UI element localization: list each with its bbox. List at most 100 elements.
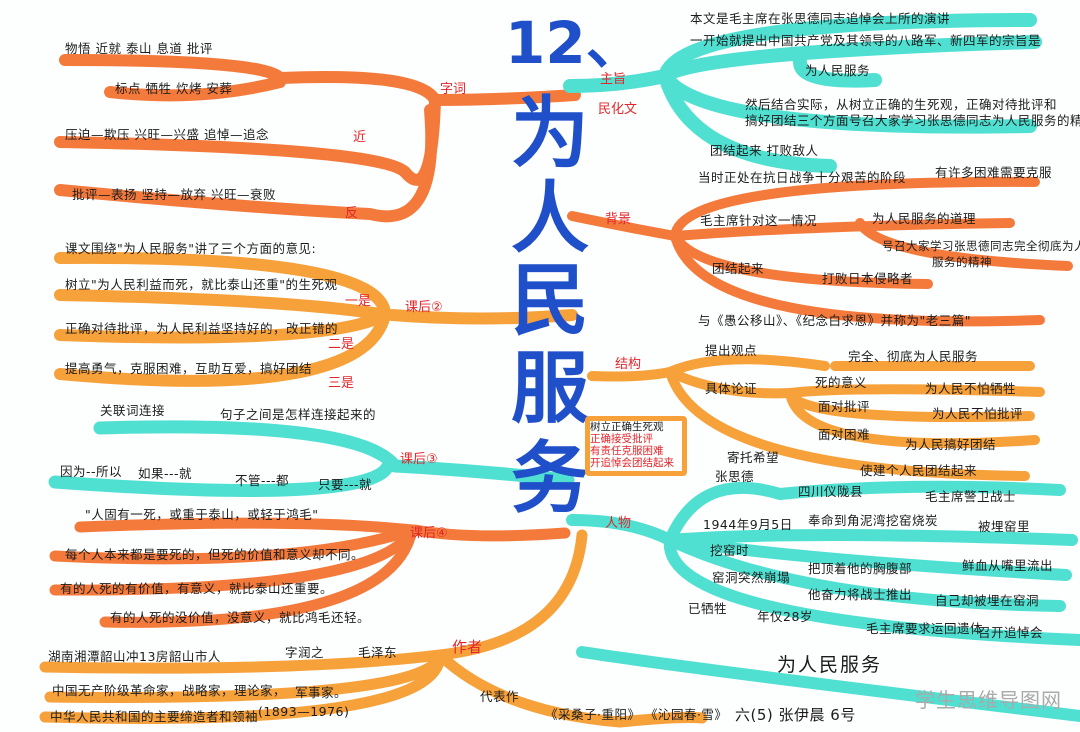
jiegou-b3: 面对困难 (818, 427, 871, 442)
synonyms: 压迫—欺压 兴旺—兴盛 追悼—追念 (65, 127, 269, 142)
beijing-line: 服务的精神 (932, 255, 992, 269)
label-kehou4: 课后④ (410, 526, 448, 541)
renwu-d4: 已牺牲 (688, 601, 728, 616)
label-beijing: 背景 (605, 212, 632, 227)
label-ziyu: 字词 (440, 82, 467, 97)
renwu-d4rr: 召开追悼会 (978, 625, 1044, 640)
author-years: (1893—1976) (258, 704, 350, 719)
renwu-d2m: 把顶着他的胸腹部 (808, 561, 913, 576)
label-kehou2: 课后② (405, 300, 443, 315)
kehou2-item: 提高勇气，克服困难，互助互爱，搞好团结 (65, 361, 313, 376)
kehou2-intro: 课文围绕"为人民服务"讲了三个方面的意见: (65, 241, 317, 256)
kehou2-tag: 二是 (328, 337, 355, 352)
renwu-d4m: 年仅28岁 (757, 609, 813, 624)
author-zi: 字润之 (285, 645, 325, 660)
title-number: 12、 (505, 9, 644, 77)
jiegou-b2: 面对批评 (818, 399, 871, 414)
label-renwu: 人物 (605, 516, 632, 531)
label-synonym: 近 (353, 130, 367, 145)
kehou4-line: 有的人死的没价值，没意义，就比鸿毛还轻。 (110, 610, 371, 625)
author-home: 湖南湘潭韶山冲13房韶山市人 (48, 649, 221, 664)
summary-line: 有责任克服困难 (590, 445, 664, 457)
conjunction-pair: 因为--所以 (60, 464, 123, 479)
branch-jiegou (587, 354, 1045, 481)
footer-title: 为人民服务 (777, 654, 883, 676)
works-label: 代表作 (480, 689, 520, 704)
branch-author (39, 529, 708, 728)
beijing-line: 当时正处在抗日战争十分艰苦的阶段 (698, 170, 907, 185)
zhuzhi-line: 然后结合实际，从树立正确的生死观，正确对待批评和 (745, 97, 1058, 112)
renwu-d4r: 毛主席要求运回遗体 (866, 621, 984, 636)
conjunction-pair: 不管---都 (235, 473, 290, 488)
title-char: 民 (510, 256, 589, 346)
kehou3-b: 句子之间是怎样连接起来的 (220, 407, 377, 422)
zhuzhi-line: 为人民服务 (805, 63, 871, 78)
summary-line: 树立正确生死观 (590, 421, 664, 433)
branch-kehou3 (48, 420, 575, 498)
branch-renwu (566, 480, 1080, 722)
renwu-d1r: 被埋窑里 (978, 519, 1031, 534)
label-zhuzhi-2: 民化文 (598, 102, 638, 117)
kehou4-quote: "人固有一死，或重于泰山，或轻于鸿毛" (85, 507, 319, 522)
beijing-line: 有许多困难需要克服 (935, 165, 1053, 180)
title-char: 务 (510, 434, 589, 524)
label-zhuzhi: 主旨 (600, 72, 627, 87)
renwu-d2: 挖窑时 (710, 543, 750, 558)
author-roles: 中国无产阶级革命家，战略家，理论家， (52, 683, 287, 698)
conjunction-pair: 如果---就 (138, 466, 193, 481)
kehou2-item: 正确对待批评，为人民利益坚持好的，改正错的 (65, 321, 339, 336)
zhuzhi-line: 一开始就提出中国共产党及其领导的八路军、新四军的宗旨是 (690, 33, 1042, 48)
jiegou-b1r: 为人民不怕牺牲 (925, 381, 1017, 396)
kehou3-a: 关联词连接 (100, 403, 166, 418)
jiegou-c: 寄托希望 (727, 450, 780, 465)
author-leader: 中华人民共和国的主要缔造者和领袖 (50, 709, 259, 724)
label-author: 作者 (452, 638, 483, 656)
branch-kehou2 (54, 251, 578, 387)
zhuzhi-line: 本文是毛主席在张思德同志追悼会上所的演讲 (690, 11, 951, 26)
label-antonym: 反 (345, 206, 359, 221)
works: 《采桑子·重阳》 《沁园春·雪》 (545, 707, 728, 722)
words-line-1: 物悟 近就 泰山 息道 批评 (65, 41, 213, 56)
beijing-line: 毛主席针对这一情况 (700, 213, 818, 228)
renwu-d3m: 他奋力将战士推出 (808, 587, 913, 602)
renwu-home: 四川仪陇县 (798, 484, 864, 499)
title-char: 服 (510, 344, 589, 434)
zhuzhi-line: 团结起来 打败敌人 (710, 143, 819, 158)
renwu-d3: 窑洞突然崩塌 (712, 570, 791, 585)
renwu-d3r: 自己却被埋在窑洞 (935, 593, 1040, 608)
jiegou-b3r: 为人民搞好团结 (905, 437, 997, 452)
summary-line: 开追悼会团结起来 (590, 457, 674, 469)
renwu-name: 张思德 (715, 469, 755, 484)
summary-line: 正确接受批评 (590, 433, 653, 445)
kehou2-item: 树立"为人民利益而死，就比泰山还重"的生死观 (65, 277, 338, 292)
branch-kehou4 (49, 517, 571, 628)
title-char: 为 (510, 89, 589, 179)
renwu-role: 毛主席警卫战士 (925, 489, 1017, 504)
branch-beijing (567, 176, 1073, 327)
author-roles-2: 军事家。 (295, 685, 348, 700)
jiegou-a: 提出观点 (705, 343, 758, 358)
kehou4-line: 有的人死的有价值，有意义，就比泰山还重要。 (60, 581, 334, 596)
label-jiegou: 结构 (615, 357, 642, 372)
kehou2-tag: 一是 (345, 294, 372, 309)
beijing-line: 号召大家学习张思德同志完全彻底为人民 (882, 239, 1080, 253)
author-name: 毛泽东 (358, 645, 398, 660)
beijing-line: 为人民服务的道理 (872, 211, 977, 226)
branch-zhuzhi (563, 13, 1042, 173)
zhuzhi-line: 搞好团结三个方面号召大家学习张思德同志为人民服务的精神 (745, 113, 1080, 128)
kehou4-line: 每个人本来都是要死的，但死的价值和意义却不同。 (65, 547, 365, 562)
jiegou-b: 具体论证 (705, 381, 758, 396)
summary-box: 树立正确生死观 正确接受批评 有责任克服困难 开追悼会团结起来 (585, 416, 687, 476)
words-line-2: 标点 牺牲 炊烤 安葬 (115, 81, 233, 96)
beijing-line: 团结起来 (712, 261, 765, 276)
beijing-line: 打败日本侵略者 (822, 271, 914, 286)
conjunction-pair: 只要---就 (318, 477, 373, 492)
signature: 六(5) 张伊晨 6号 (735, 706, 856, 724)
jiegou-c1: 使建个人民团结起来 (860, 463, 978, 478)
watermark: 学生思维导图网 (915, 688, 1062, 712)
antonyms: 批评—表扬 坚持—放弃 兴旺—衰败 (72, 187, 276, 202)
title-char: 人 (510, 174, 589, 264)
branch-ziyu (54, 54, 581, 223)
